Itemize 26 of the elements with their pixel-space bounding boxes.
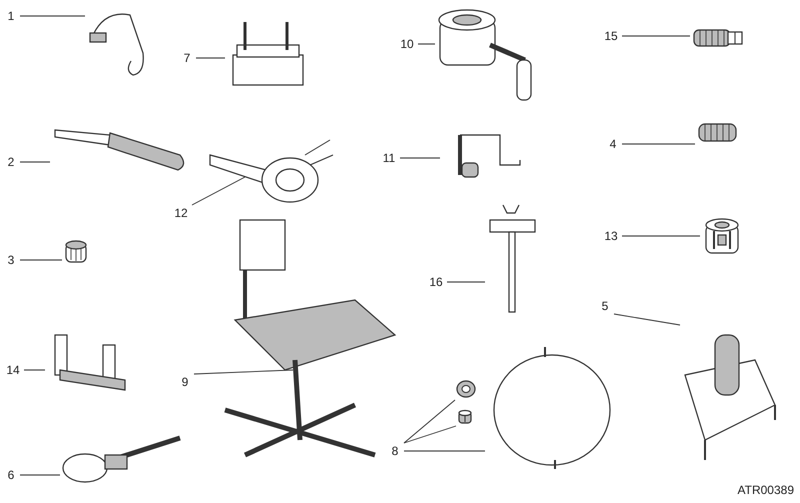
callout-number: 14 (2, 362, 24, 378)
callout-number: 4 (604, 136, 622, 152)
leader-line (192, 176, 246, 206)
callout-number: 10 (396, 36, 418, 52)
leader-line (614, 314, 680, 326)
callout-number: 12 (170, 205, 192, 221)
callout-number: 7 (178, 50, 196, 66)
leader-line (404, 450, 486, 452)
leader-line (20, 474, 60, 476)
callout-number: 13 (600, 228, 622, 244)
bushing-drawing (456, 408, 474, 426)
callout-number: 16 (425, 274, 447, 290)
callout-number: 6 (2, 467, 20, 483)
callout-number: 15 (600, 28, 622, 44)
washer-drawing (455, 378, 477, 400)
callout-number: 2 (2, 154, 20, 170)
callout-number: 8 (386, 443, 404, 459)
leader-line (404, 426, 456, 444)
leader-line (404, 400, 456, 444)
callout-number: 5 (596, 298, 614, 314)
callout-number: 1 (2, 8, 20, 24)
drawing-code: ATR00389 (738, 483, 794, 497)
callout-number: 3 (2, 252, 20, 268)
callout-number: 9 (176, 374, 194, 390)
leader-line (194, 370, 294, 374)
callout-number: 11 (378, 150, 400, 166)
